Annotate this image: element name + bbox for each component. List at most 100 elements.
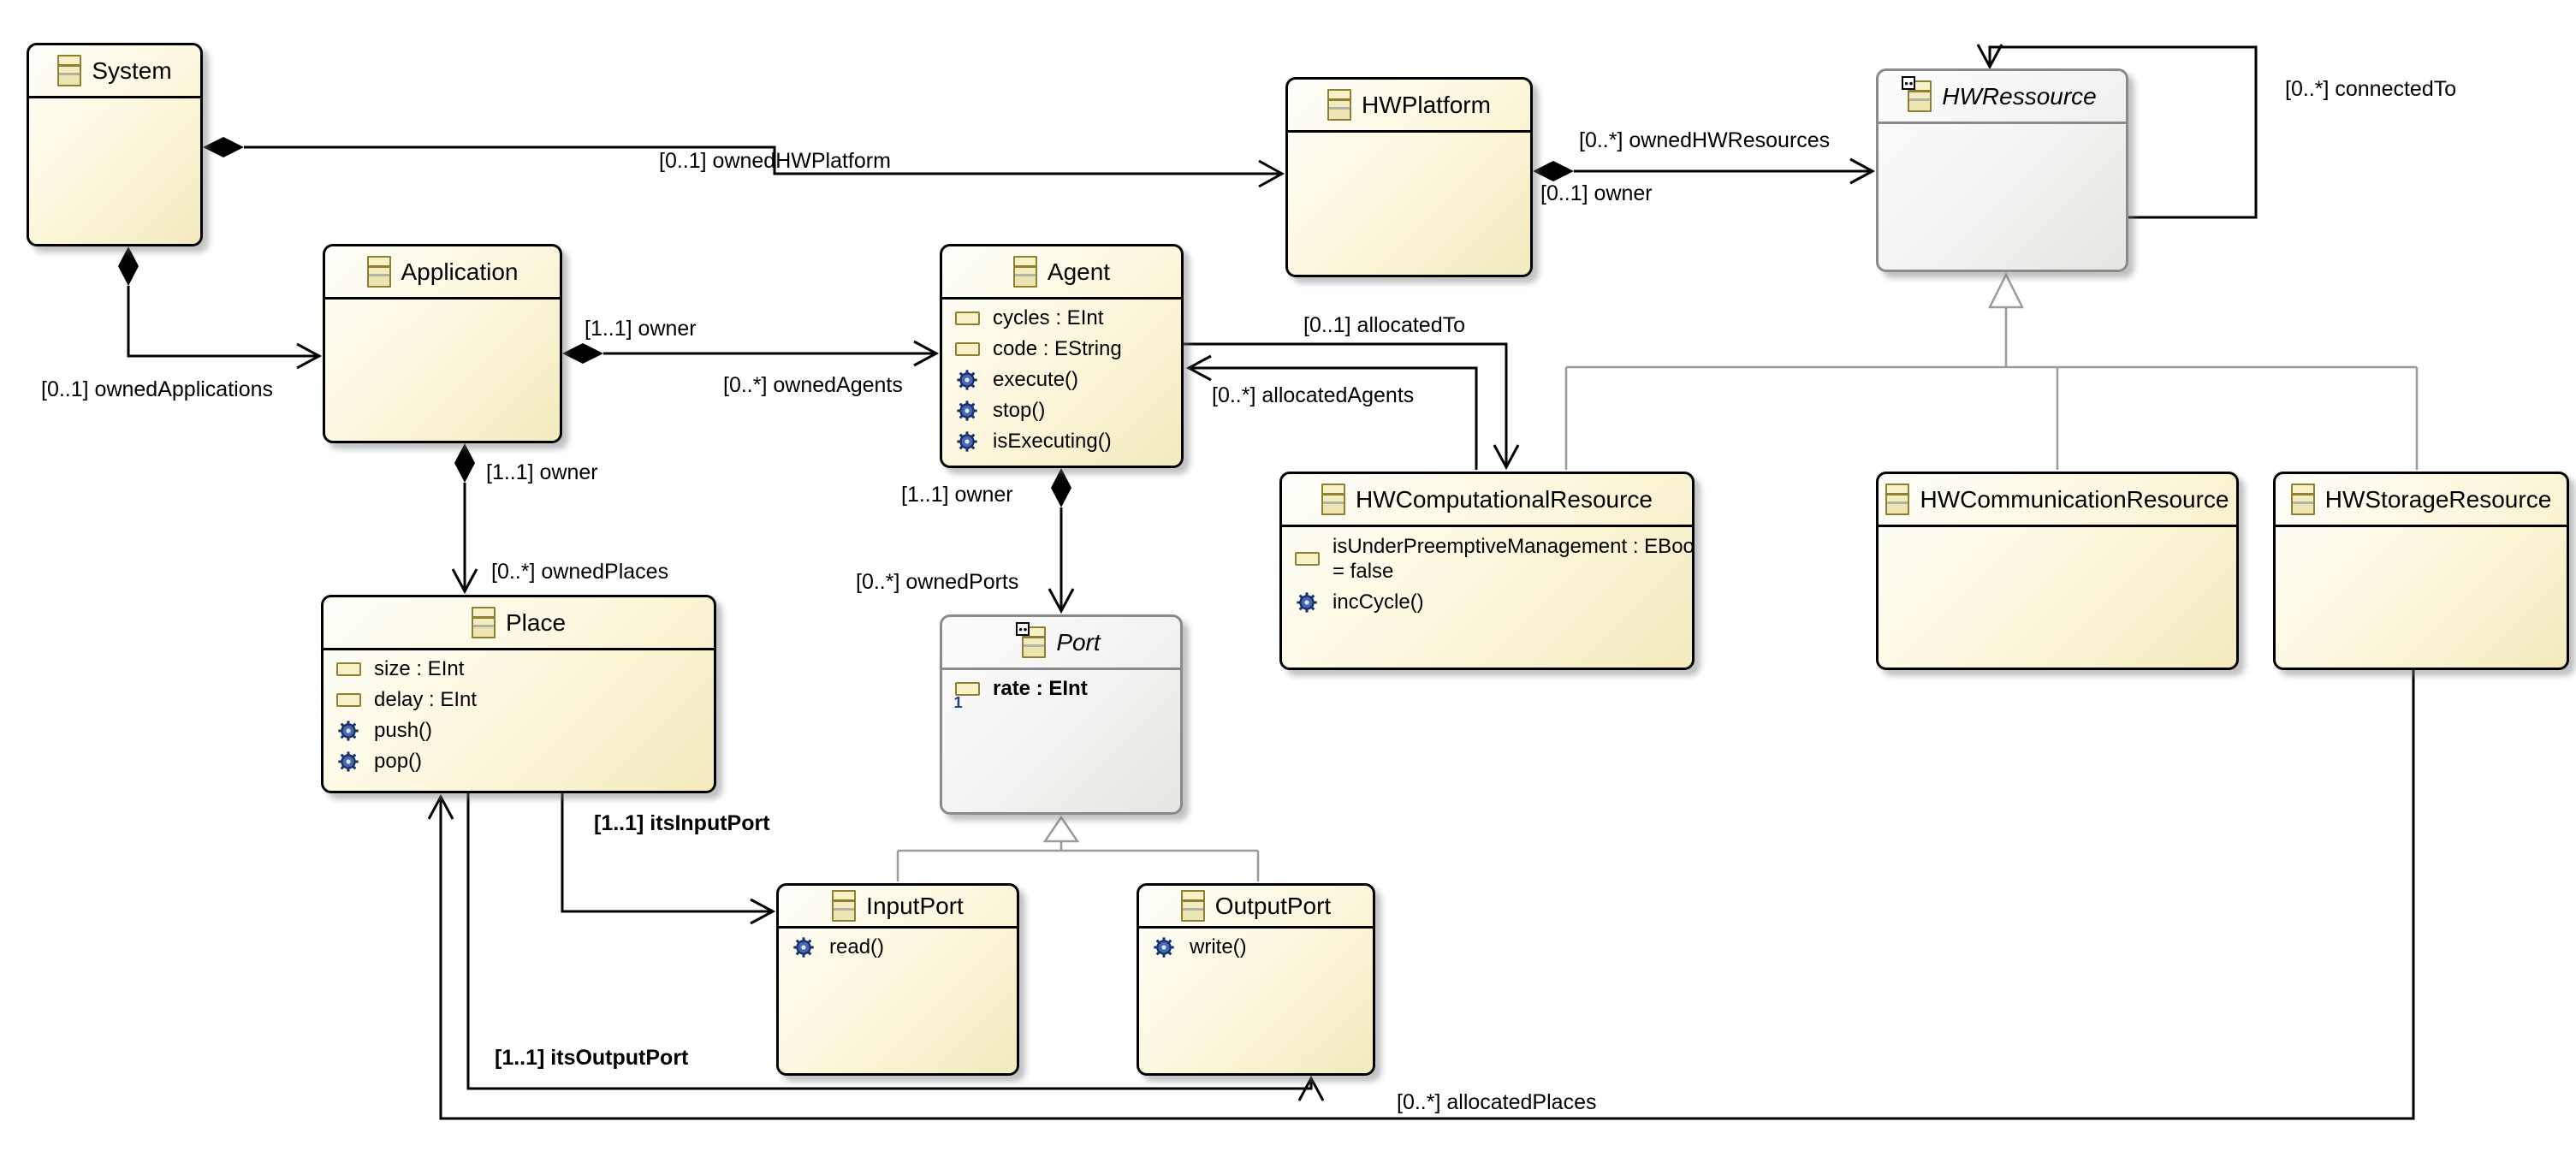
attribute-text: code : EString	[993, 337, 1122, 360]
class-box-agent[interactable]: Agent cycles : EInt code : EString execu…	[940, 244, 1184, 468]
attribute-id-icon	[954, 682, 980, 696]
edge-application-agent[interactable]	[562, 340, 940, 367]
edge-application-place[interactable]	[451, 443, 478, 595]
operation-gear-icon	[957, 401, 977, 421]
operation-row[interactable]: incCycle()	[1282, 587, 1692, 618]
attribute-text: delay : EInt	[374, 688, 478, 711]
operation-gear-icon	[793, 937, 814, 958]
class-box-outputport[interactable]: OutputPort write()	[1137, 883, 1375, 1076]
operation-row[interactable]: read()	[779, 932, 1017, 963]
operation-text: push()	[374, 719, 433, 742]
edge-label-itsinputport[interactable]: [1..1] itsInputPort	[594, 811, 770, 835]
class-name: System	[92, 56, 172, 84]
edge-label-ownedhwresources[interactable]: [0..*] ownedHWResources	[1579, 128, 1831, 152]
class-box-hwcomputationalresource[interactable]: HWComputationalResource isUnderPreemptiv…	[1279, 472, 1695, 670]
edge-hwressource-connectedto[interactable]	[1976, 44, 2258, 219]
operation-text: execute()	[993, 368, 1079, 391]
edge-label-owner-hwplatform[interactable]: [0..1] owner	[1540, 181, 1653, 205]
edge-agent-port[interactable]	[1048, 468, 1075, 614]
class-box-system[interactable]: System	[27, 43, 203, 246]
attribute-row[interactable]: cycles : EInt	[942, 303, 1181, 334]
operation-text: stop()	[993, 399, 1046, 422]
edge-label-allocatedto[interactable]: [0..1] allocatedTo	[1303, 313, 1466, 337]
class-name: Port	[1056, 628, 1101, 656]
class-name: Agent	[1047, 258, 1111, 285]
class-icon	[57, 55, 82, 86]
edge-label-connectedto[interactable]: [0..*] connectedTo	[2285, 77, 2457, 101]
class-icon	[1885, 484, 1910, 515]
class-box-application[interactable]: Application	[323, 244, 562, 443]
operation-gear-icon	[957, 370, 977, 390]
edge-system-hwplatform[interactable]	[203, 137, 1285, 188]
operation-row[interactable]: isExecuting()	[942, 426, 1181, 457]
attribute-row[interactable]: isUnderPreemptiveManagement : EBoolean= …	[1282, 531, 1692, 587]
operation-row[interactable]: pop()	[323, 746, 714, 777]
class-icon	[832, 890, 857, 922]
edge-place-inputport[interactable]	[561, 793, 776, 925]
class-box-hwcommunicationresource[interactable]: HWCommunicationResource	[1876, 472, 2239, 670]
attribute-row[interactable]: code : EString	[942, 334, 1181, 365]
edge-label-ownedapplications[interactable]: [0..1] ownedApplications	[41, 377, 274, 401]
class-icon	[1327, 89, 1352, 121]
class-icon	[471, 607, 496, 638]
operation-row[interactable]: stop()	[942, 395, 1181, 426]
attribute-text: cycles : EInt	[993, 306, 1104, 329]
id-badge-icon	[954, 695, 963, 710]
class-icon	[1012, 256, 1037, 288]
edge-hwplatform-hwressource[interactable]	[1533, 157, 1876, 185]
edge-place-outputport[interactable]	[466, 793, 1325, 1101]
class-box-place[interactable]: Place size : EInt delay : EInt push() po…	[321, 595, 716, 793]
class-name: InputPort	[866, 892, 964, 919]
class-name: Place	[505, 608, 567, 636]
operation-text: write()	[1190, 935, 1247, 958]
operation-row[interactable]: execute()	[942, 365, 1181, 395]
attribute-icon	[954, 342, 980, 356]
operation-text: incCycle()	[1333, 590, 1424, 614]
edge-label-owner-application-agent[interactable]: [1..1] owner	[585, 317, 697, 341]
edge-hwstorage-place-allocatedplaces[interactable]	[427, 670, 2415, 1120]
edge-label-ownedagents[interactable]: [0..*] ownedAgents	[723, 373, 903, 397]
edge-label-owner-agent-port[interactable]: [1..1] owner	[901, 483, 1013, 507]
operation-gear-icon	[957, 431, 977, 452]
attribute-row[interactable]: delay : EInt	[323, 685, 714, 715]
attribute-row[interactable]: rate : EInt	[942, 674, 1180, 704]
generalization-port[interactable]	[896, 815, 1260, 881]
operation-gear-icon	[338, 721, 359, 741]
operation-row[interactable]: write()	[1139, 932, 1373, 963]
operation-row[interactable]: push()	[323, 715, 714, 746]
attribute-row[interactable]: size : EInt	[323, 654, 714, 685]
operation-text: isExecuting()	[993, 430, 1112, 453]
edge-label-ownedhwplatform[interactable]: [0..1] ownedHWPlatform	[659, 149, 891, 173]
edge-label-allocatedplaces[interactable]: [0..*] allocatedPlaces	[1397, 1090, 1597, 1114]
attribute-icon	[1294, 552, 1320, 566]
abstract-badge-icon	[1016, 622, 1030, 636]
class-icon	[1321, 484, 1345, 515]
class-icon	[1180, 890, 1205, 922]
attribute-icon	[335, 662, 361, 676]
attribute-text: rate : EInt	[993, 677, 1088, 700]
class-name: HWComputationalResource	[1355, 485, 1653, 513]
edge-label-allocatedagents[interactable]: [0..*] allocatedAgents	[1212, 383, 1415, 407]
abstract-badge-icon	[1902, 76, 1916, 90]
operation-gear-icon	[338, 751, 359, 772]
operation-text: read()	[829, 935, 885, 958]
generalization-hwressource[interactable]	[1564, 272, 2419, 470]
edge-label-itsoutputport[interactable]: [1..1] itsOutputPort	[495, 1046, 689, 1070]
class-name: OutputPort	[1214, 892, 1332, 919]
attribute-text: isUnderPreemptiveManagement : EBoolean= …	[1333, 535, 1692, 583]
edge-label-ownedports[interactable]: [0..*] ownedPorts	[856, 570, 1019, 594]
edge-system-application[interactable]	[118, 246, 323, 370]
class-box-hwplatform[interactable]: HWPlatform	[1285, 77, 1533, 277]
class-box-hwstorageresource[interactable]: HWStorageResource	[2273, 472, 2569, 670]
operation-gear-icon	[1297, 592, 1317, 613]
edge-hwcomputational-allocatedagents[interactable]	[1185, 354, 1478, 470]
edge-agent-allocatedto[interactable]	[1184, 342, 1520, 471]
class-box-inputport[interactable]: InputPort read()	[776, 883, 1019, 1076]
edge-label-owner-application-place[interactable]: [1..1] owner	[486, 460, 598, 484]
class-name: HWStorageResource	[2324, 485, 2552, 513]
class-name: Application	[401, 258, 519, 285]
edge-label-ownedplaces[interactable]: [0..*] ownedPlaces	[491, 560, 669, 584]
class-box-hwressource[interactable]: HWRessource	[1876, 68, 2128, 272]
class-box-port[interactable]: Port rate : EInt	[940, 614, 1183, 815]
